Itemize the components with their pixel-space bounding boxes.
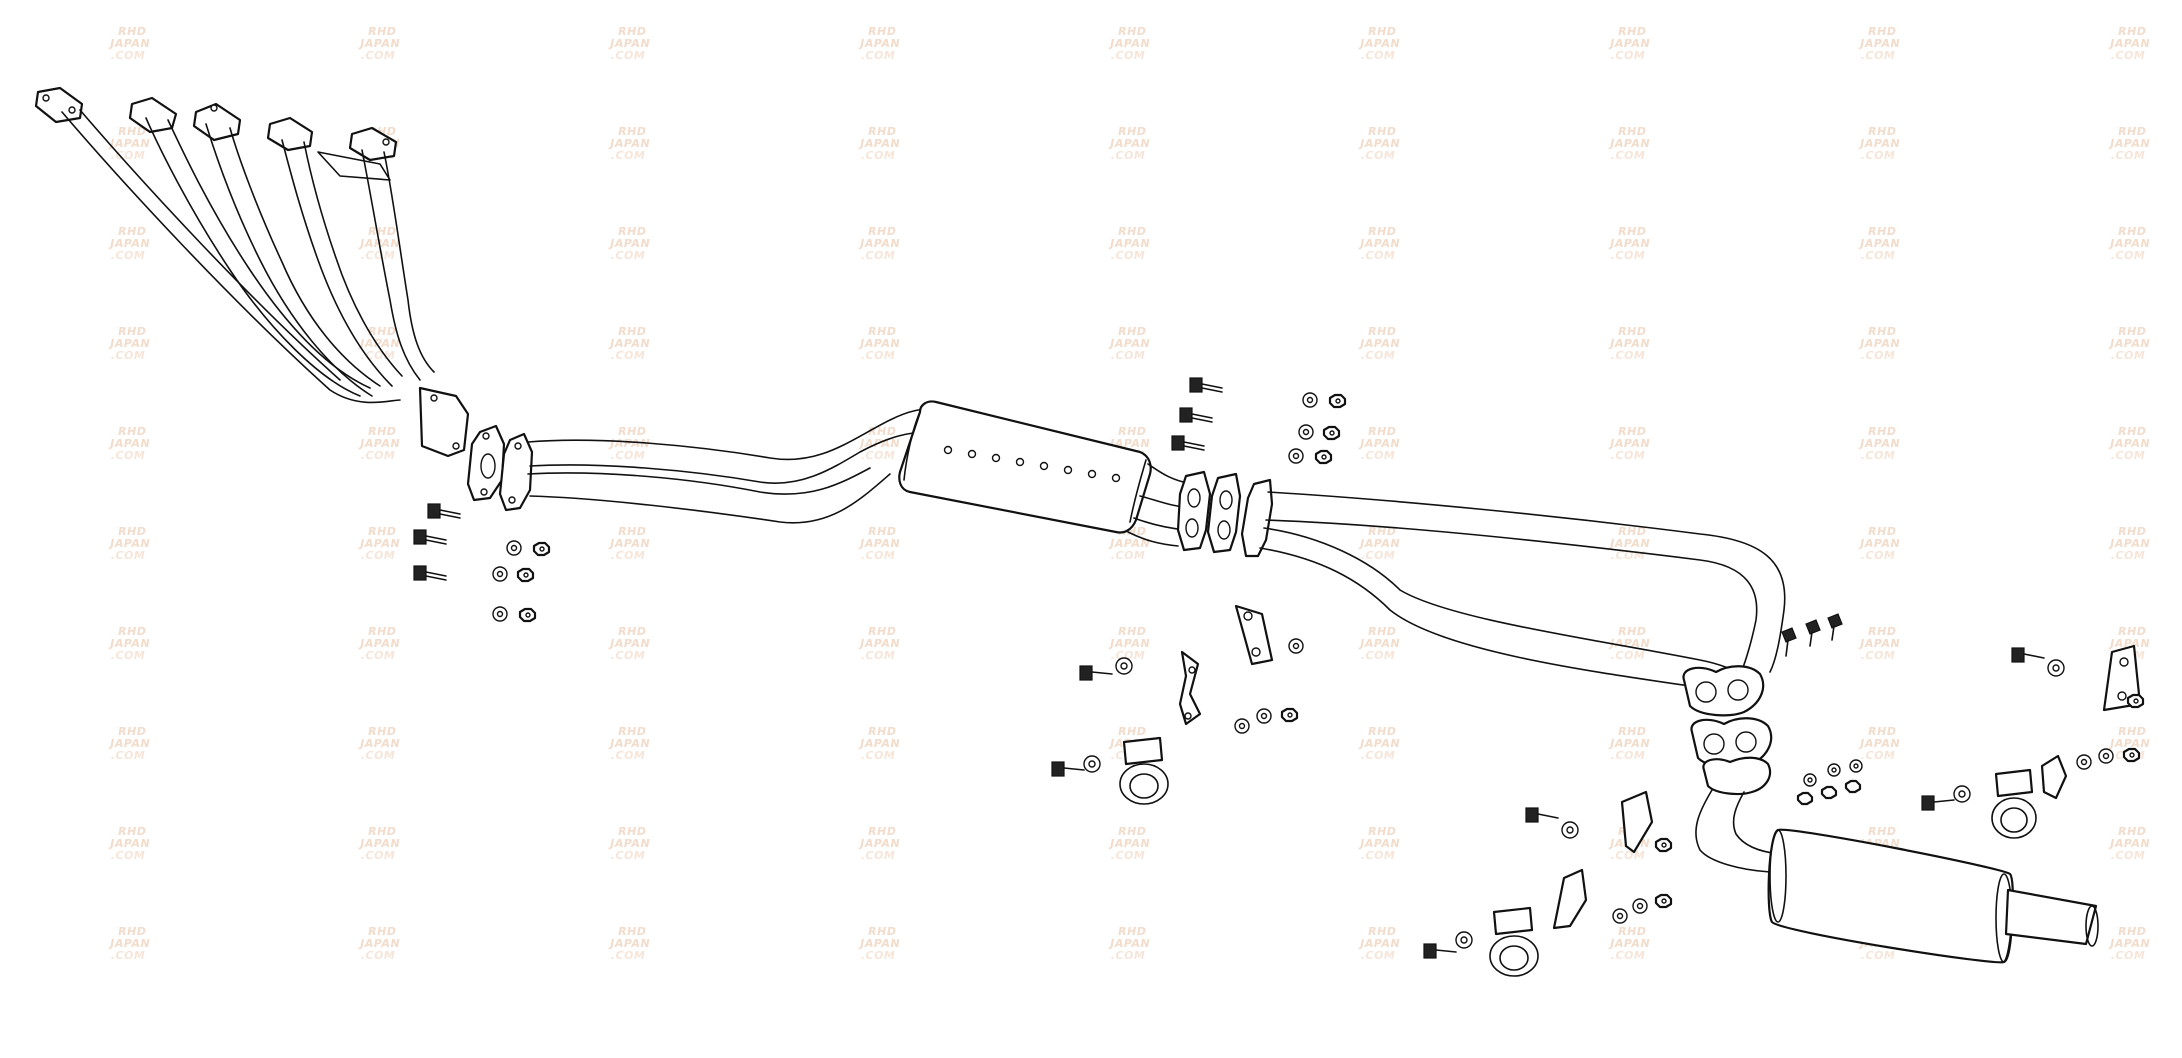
pipe-clamp-3 — [1991, 768, 2037, 839]
bracket-6 — [2040, 754, 2068, 800]
header-primary-3 — [205, 123, 373, 397]
washers — [492, 392, 2114, 949]
center-resonator — [898, 400, 1193, 547]
header-flange-3 — [192, 102, 242, 142]
bolt — [1051, 761, 1085, 777]
bracket-3 — [1620, 790, 1654, 854]
header-gasket — [466, 424, 506, 502]
hanger-brackets — [1178, 604, 2142, 930]
bolt — [1171, 435, 1205, 451]
bolt — [1805, 619, 1821, 647]
resonator-perforations — [943, 445, 1121, 483]
pipe-clamps — [1119, 736, 2037, 977]
front-pipe-flange — [498, 432, 534, 512]
header-flange-1 — [34, 86, 84, 124]
bracket-4 — [1552, 868, 1588, 930]
header-flange-hole — [68, 106, 76, 114]
nuts — [516, 393, 2145, 909]
header-flange-hole — [210, 104, 218, 112]
bolt — [2011, 647, 2045, 663]
bolt — [1827, 613, 1843, 641]
front-y-pipe — [498, 408, 931, 524]
bolts — [413, 377, 2045, 959]
pipe-clamp-2 — [1489, 906, 1539, 977]
header-flange-hole — [382, 138, 390, 146]
muffler-tailpipe — [2004, 888, 2098, 946]
center-gaskets — [1176, 470, 1274, 558]
bolt — [1423, 943, 1457, 959]
pipe-clamp-1 — [1119, 736, 1169, 805]
bolt — [413, 529, 447, 545]
header-primary-2 — [145, 117, 361, 397]
bolt — [427, 503, 461, 519]
bolt — [1179, 407, 1213, 423]
header-primary-5 — [361, 149, 421, 381]
bolt — [1079, 665, 1113, 681]
header-flange-4 — [266, 116, 314, 152]
header-flange-2 — [128, 96, 178, 134]
exhaust-header — [34, 86, 470, 458]
header-primary-4 — [281, 139, 393, 387]
triple-flange-gaskets — [1682, 665, 1773, 796]
bolt — [1921, 795, 1955, 811]
bracket-1 — [1234, 604, 1274, 666]
header-primary-1 — [61, 111, 401, 404]
rear-muffler — [1695, 789, 2099, 964]
bolt — [1781, 627, 1797, 657]
header-flange-hole — [42, 94, 50, 102]
bolt — [413, 565, 447, 581]
bolt — [1525, 807, 1559, 823]
bolt — [1189, 377, 1223, 393]
header-collector-flange — [418, 386, 470, 458]
mid-y-pipe — [1259, 491, 1786, 699]
